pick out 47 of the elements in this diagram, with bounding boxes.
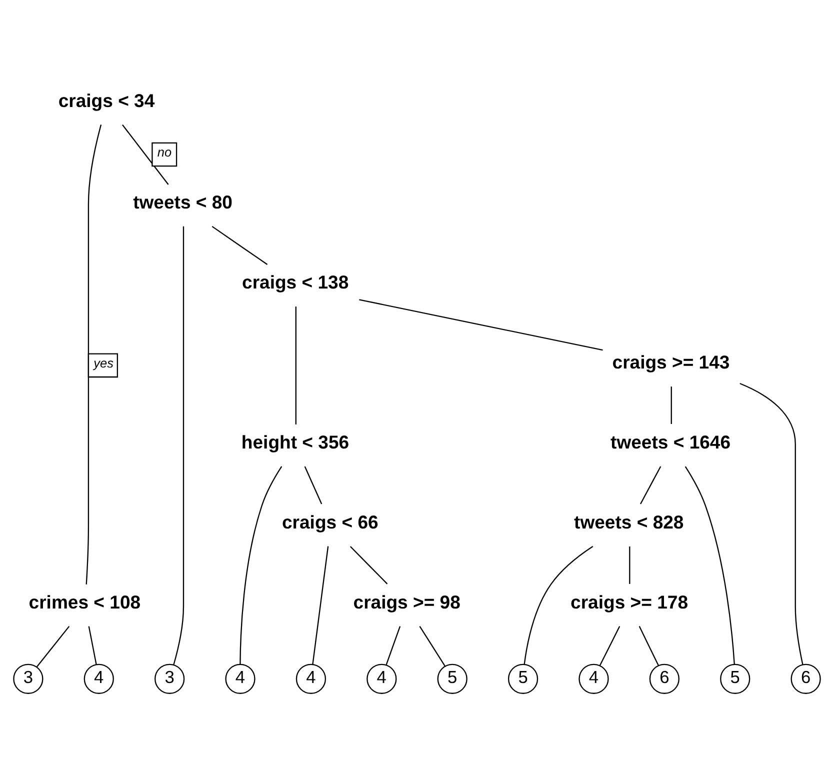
node-circle: 4: [578, 664, 608, 694]
node-text: crimes < 108: [28, 592, 140, 613]
connector: [294, 306, 296, 424]
connector: [85, 124, 102, 584]
node-text: tweets < 80: [132, 192, 232, 213]
node-text: height < 356: [240, 432, 349, 453]
node-circle: 4: [224, 664, 255, 694]
node-text: craigs < 34: [58, 90, 154, 111]
node-circle: 6: [648, 664, 679, 694]
node-circle: 5: [507, 664, 538, 694]
connector: [88, 626, 96, 665]
connector: [122, 124, 168, 185]
node-text: craigs < 138: [242, 272, 348, 293]
edge-label: no: [156, 144, 172, 160]
node-circle: 3: [154, 664, 184, 694]
connector: [670, 386, 672, 424]
node-circle: 6: [790, 664, 820, 694]
node-text: craigs >= 98: [352, 592, 460, 613]
connector: [358, 299, 602, 351]
node-text: craigs < 66: [281, 512, 378, 533]
edge-label: yes: [93, 355, 113, 370]
connector: [684, 466, 734, 664]
node-text: tweets < 828: [574, 512, 684, 533]
connector: [36, 626, 70, 668]
connector: [639, 466, 661, 504]
node-circle: 3: [12, 664, 43, 694]
node-circle: 4: [366, 664, 396, 694]
node-text: craigs >= 178: [570, 592, 688, 613]
connector: [739, 382, 803, 665]
connector: [598, 626, 620, 666]
connector: [239, 466, 282, 664]
connector: [312, 546, 328, 664]
connector: [523, 546, 593, 664]
node-circle: 4: [295, 664, 326, 694]
connector: [211, 226, 268, 265]
connector: [349, 546, 388, 584]
connector: [172, 226, 184, 665]
node-circle: 5: [720, 664, 750, 694]
node-text: craigs >= 143: [612, 352, 730, 373]
node-circle: 5: [436, 664, 467, 694]
node-text: tweets < 1646: [610, 432, 730, 453]
connector: [385, 626, 400, 666]
connector: [638, 626, 658, 666]
connector: [628, 546, 630, 584]
connector: [418, 626, 446, 666]
connector: [304, 466, 322, 504]
node-circle: 4: [83, 664, 114, 694]
